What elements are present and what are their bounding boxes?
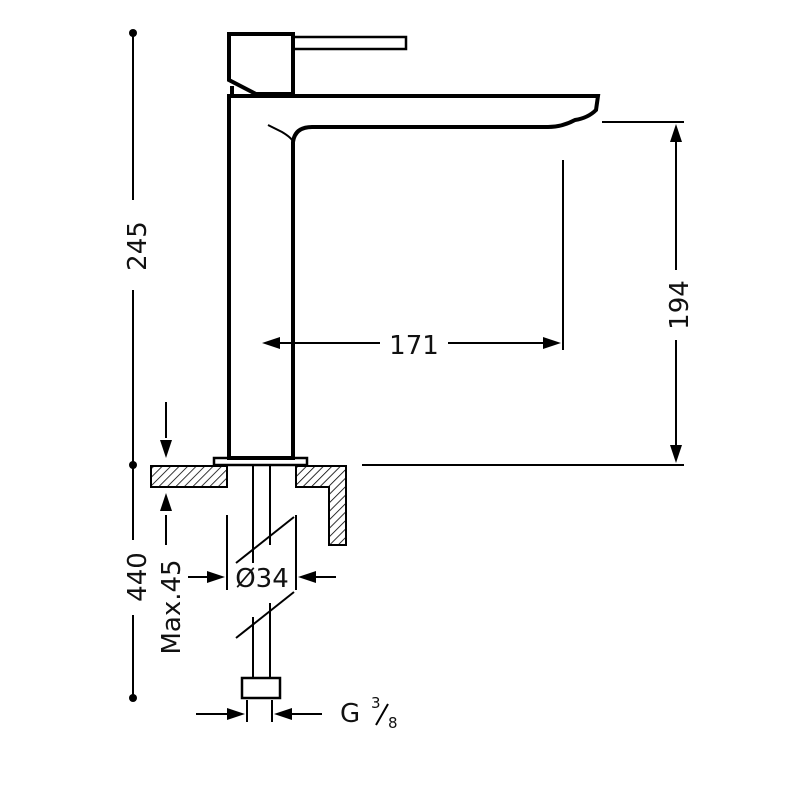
max-deck-thickness-label: Max.45 [157, 559, 187, 654]
spout-height-dimension [362, 121, 684, 466]
left-dimension-line [129, 29, 137, 702]
hole-diameter-dimension [188, 515, 336, 590]
dim-endpoint-top [129, 29, 137, 37]
hole-diameter-label: Ø34 [235, 564, 289, 594]
thread-size-label: G 3 8 [340, 694, 398, 732]
dim-endpoint-mid [129, 461, 137, 469]
spout-height-label: 194 [665, 280, 695, 330]
dim-endpoint-bottom [129, 694, 137, 702]
countertop-section [150, 465, 347, 546]
thread-numerator: 3 [371, 694, 381, 712]
spout-reach-dimension [262, 160, 564, 350]
deck-thickness-dimension [160, 402, 172, 545]
supply-hose [235, 466, 295, 700]
spout-reach-label: 171 [389, 331, 439, 361]
total-height-label: 245 [123, 221, 153, 271]
thread-prefix: G [340, 699, 360, 729]
faucet-body [212, 32, 601, 467]
thread-denominator: 8 [388, 714, 398, 732]
hose-length-label: 440 [123, 552, 153, 602]
thread-dimension [196, 700, 322, 722]
